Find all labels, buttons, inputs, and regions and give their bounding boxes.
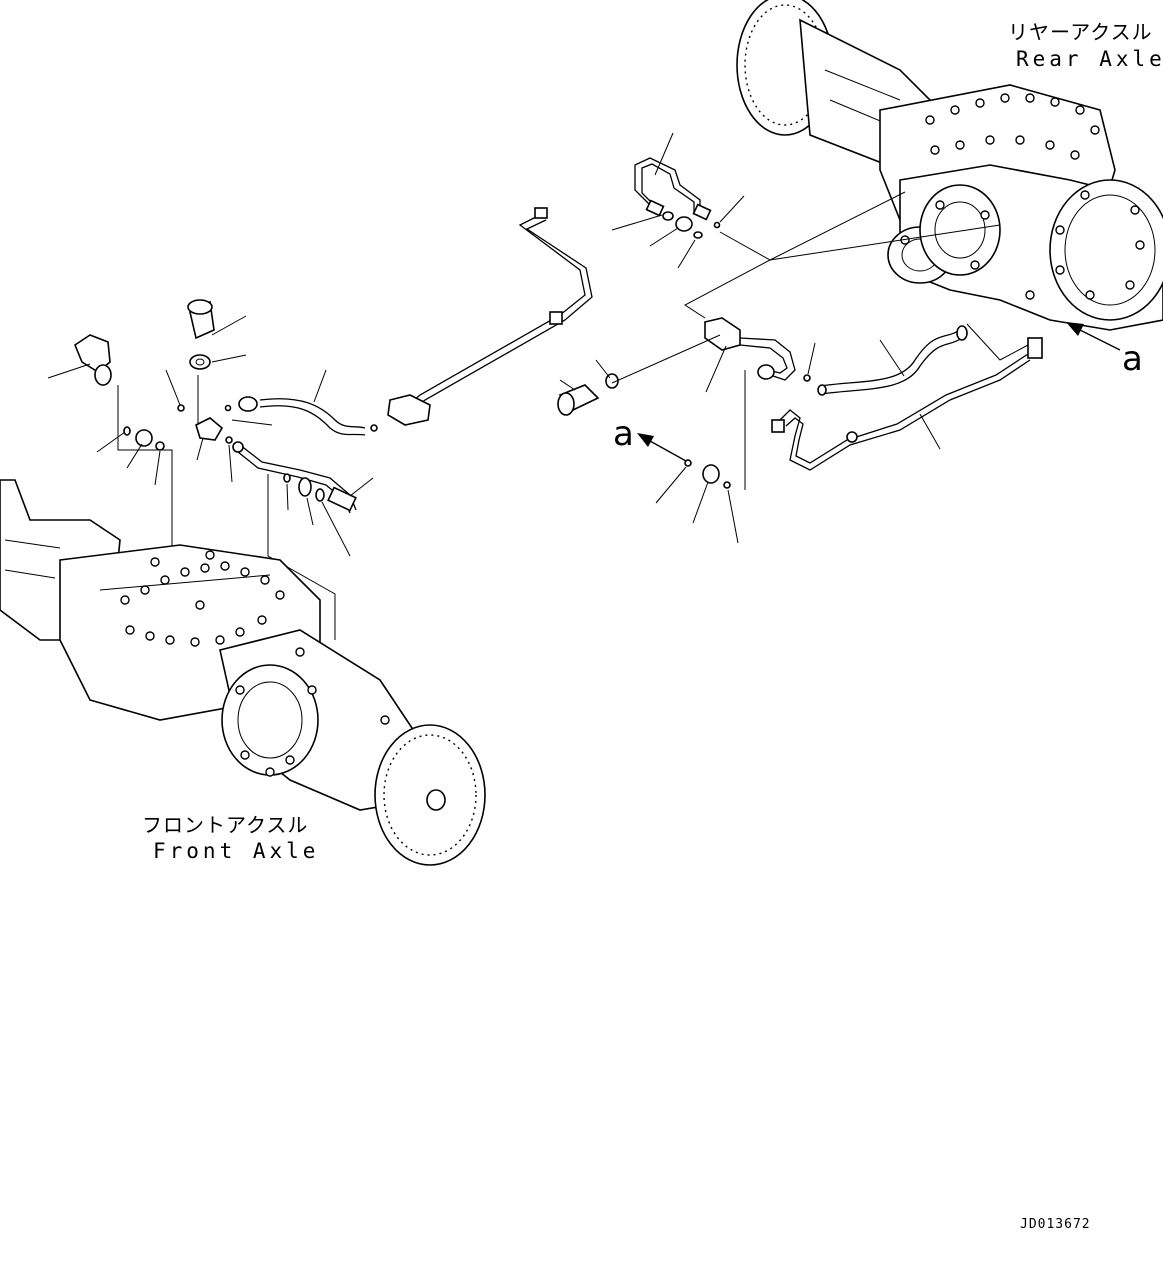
front-hose (224, 369, 378, 436)
view-arrow-a-left (637, 433, 687, 462)
front-leaders (47, 315, 374, 640)
view-marker-a-left: a (613, 414, 634, 454)
rear-upper-tube (634, 157, 712, 221)
rear-leaders-mid (559, 334, 816, 544)
front-bracket (74, 334, 112, 386)
front-small-parts (123, 426, 165, 451)
rear-junction-block (704, 317, 811, 382)
front-long-tube (387, 207, 593, 426)
front-bolt (187, 299, 215, 370)
rear-bolt (557, 373, 619, 416)
rear-axle-label-en: Rear Axle (1016, 47, 1163, 71)
view-arrow-a-right (1066, 322, 1121, 351)
front-axle-bolts (120, 550, 390, 777)
front-axle-label-jp: フロントアクスル (142, 813, 308, 837)
view-marker-a-right: a (1122, 339, 1143, 379)
rear-lower-fittings (684, 459, 731, 489)
rear-upper-leaders (611, 132, 1001, 319)
rear-lower-tube (771, 323, 1043, 471)
front-axle-label-en: Front Axle (153, 839, 319, 863)
rear-axle-assembly (736, 0, 1163, 331)
front-lower-tube (232, 441, 357, 514)
front-center-fitting (177, 404, 233, 444)
rear-upper-fittings (662, 211, 721, 239)
rear-axle-bolts (900, 93, 1145, 300)
front-axle-assembly (0, 479, 486, 866)
rear-axle-label-jp: リヤーアクスル (1008, 20, 1153, 44)
drawing-code: JD013672 (1020, 1217, 1091, 1232)
rear-hose (817, 325, 968, 396)
